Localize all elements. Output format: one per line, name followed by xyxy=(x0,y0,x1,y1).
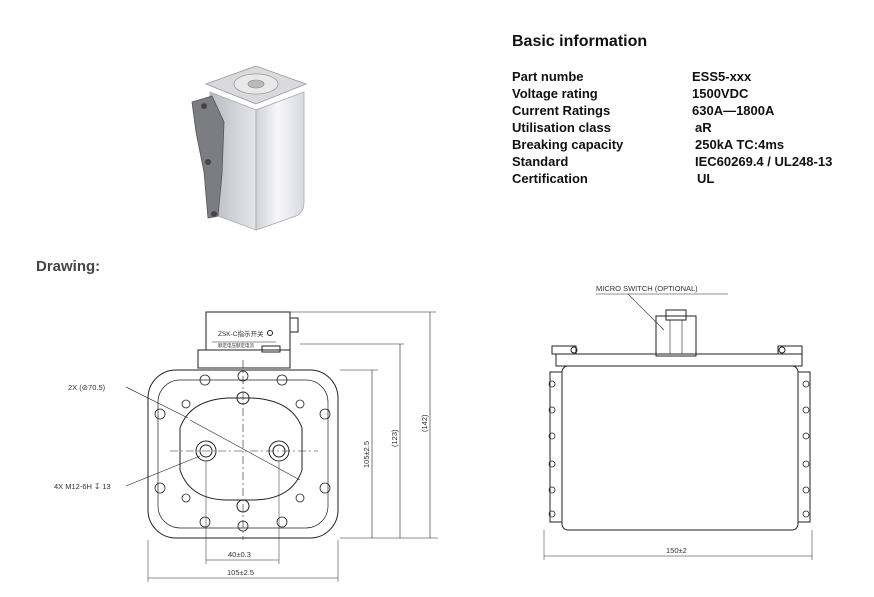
info-row: Utilisation class aR xyxy=(512,119,832,136)
info-label: Current Ratings xyxy=(512,103,611,118)
dim-length: 150±2 xyxy=(666,546,687,555)
basic-info-title: Basic information xyxy=(512,33,648,50)
info-row: Standard IEC60269.4 / UL248-13 xyxy=(512,153,832,170)
info-label: Utilisation class xyxy=(512,120,611,135)
info-value: 630A—1800A xyxy=(692,103,775,118)
info-value: UL xyxy=(697,171,715,186)
info-value: 1500VDC xyxy=(692,86,749,101)
info-value: IEC60269.4 / UL248-13 xyxy=(695,154,833,169)
info-label: Certification xyxy=(512,171,588,186)
basic-info-table: Part numbe ESS5-xxx Voltage rating 1500V… xyxy=(512,68,832,187)
drawing-title: Drawing: xyxy=(36,258,101,275)
info-value: ESS5-xxx xyxy=(692,69,752,84)
info-row: Voltage rating 1500VDC xyxy=(512,85,832,102)
product-photo xyxy=(191,65,308,231)
info-label: Breaking capacity xyxy=(512,137,624,152)
info-row: Part numbe ESS5-xxx xyxy=(512,68,832,85)
dim-width: 105±2.5 xyxy=(227,568,254,577)
hole-note: 2X (⊘70.5) xyxy=(68,383,106,392)
info-row: Certification UL xyxy=(512,170,832,187)
dim-123: (123) xyxy=(390,429,399,447)
info-label: Voltage rating xyxy=(512,86,598,101)
dim-height: 105±2.5 xyxy=(362,441,371,468)
info-label: Standard xyxy=(512,154,569,169)
switch-label: ZSK-C指示开关 xyxy=(218,329,264,338)
info-value: aR xyxy=(695,120,712,135)
info-row: Current Ratings 630A—1800A xyxy=(512,102,832,119)
info-row: Breaking capacity 250kA TC:4ms xyxy=(512,136,832,153)
info-value: 250kA TC:4ms xyxy=(695,137,785,152)
switch-sublabel: 额定电压额定电流 xyxy=(218,342,254,349)
dim-142: (142) xyxy=(420,414,429,432)
thread-note: 4X M12-6H ↧ 13 xyxy=(54,482,111,491)
micro-switch-label: MICRO SWITCH (OPTIONAL) xyxy=(596,284,698,293)
info-label: Part numbe xyxy=(512,69,584,84)
dim-center-spacing: 40±0.3 xyxy=(228,550,251,559)
